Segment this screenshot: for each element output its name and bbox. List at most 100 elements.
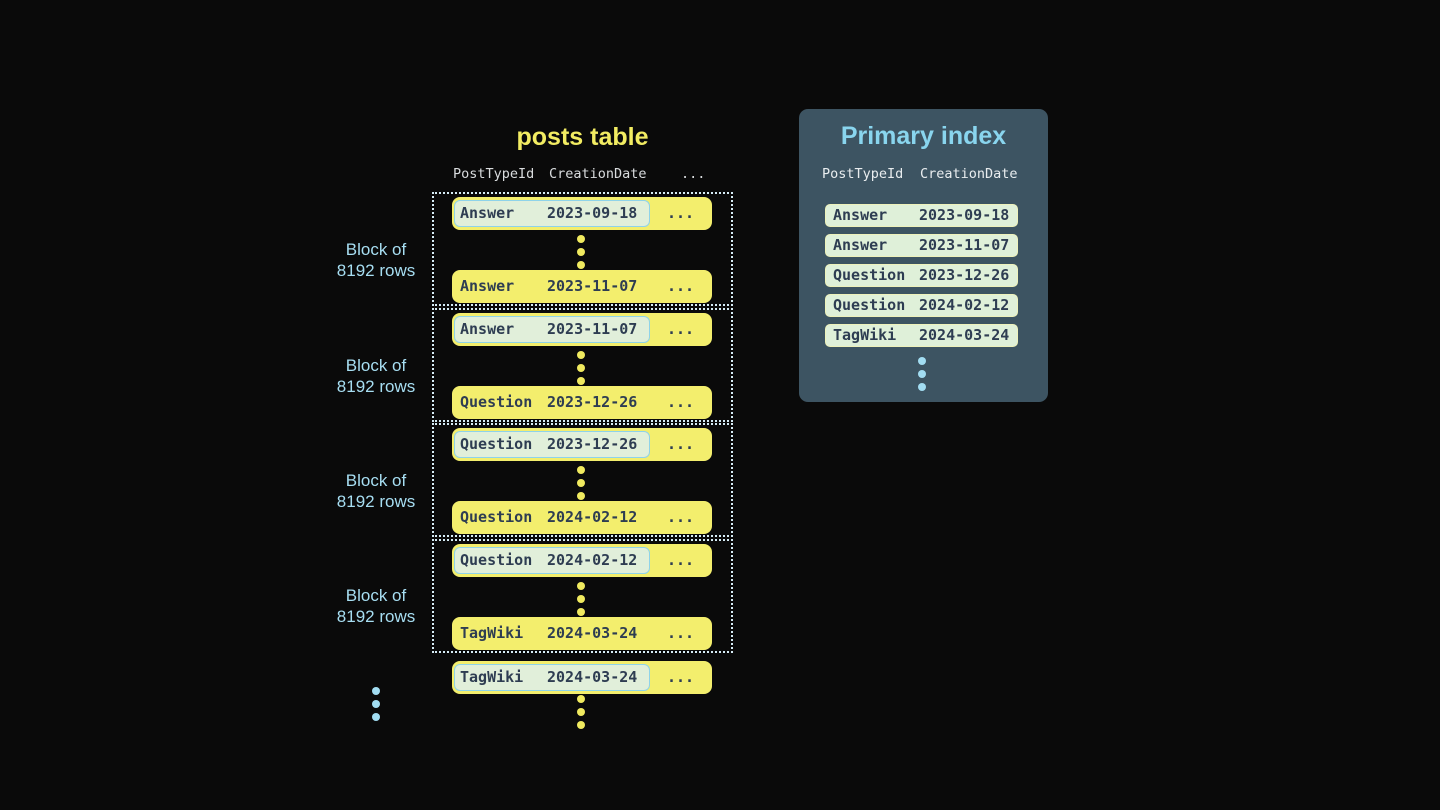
block-label-line2: 8192 rows [336, 492, 416, 511]
column-header-creationdate: CreationDate [920, 166, 1018, 182]
table-row: Question 2024-02-12 ... [452, 544, 712, 577]
row-highlight-pill [454, 316, 650, 343]
row-date: 2024-02-12 [919, 296, 1010, 314]
dot-icon [577, 582, 585, 590]
row-ellipsis: ... [667, 204, 695, 222]
row-type: TagWiki [460, 624, 524, 642]
row-type: Question [833, 296, 906, 314]
block-label-line1: Block of [345, 586, 407, 605]
dot-icon [577, 479, 585, 487]
block-label: Block of 8192 rows [296, 239, 456, 281]
row-type: Answer [460, 277, 515, 295]
dot-icon [918, 370, 926, 378]
dot-icon [577, 351, 585, 359]
primary-index-column-headers: PostTypeId CreationDate [799, 165, 1048, 185]
table-row: TagWiki 2024-03-24 ... [452, 617, 712, 650]
row-date: 2024-02-12 [547, 508, 638, 526]
row-type: Question [833, 266, 906, 284]
table-row: Question 2023-12-26 ... [452, 428, 712, 461]
column-header-creationdate: CreationDate [549, 166, 647, 182]
row-ellipsis: ... [667, 435, 695, 453]
posts-table-column-headers: PostTypeId CreationDate ... [432, 165, 733, 185]
row-type: Answer [833, 236, 888, 254]
dot-icon [577, 248, 585, 256]
row-highlight-pill [454, 431, 650, 458]
primary-index-title: Primary index [840, 122, 1007, 150]
block-label-line1: Block of [345, 240, 407, 259]
row-type: Answer [833, 206, 888, 224]
row-type: Question [460, 508, 533, 526]
dot-icon [918, 383, 926, 391]
row-date: 2024-03-24 [547, 624, 638, 642]
row-highlight-pill [454, 664, 650, 691]
index-row: Answer 2023-09-18 [825, 204, 1018, 227]
table-row: Answer 2023-09-18 ... [452, 197, 712, 230]
row-type: TagWiki [833, 326, 897, 344]
row-block-3: Question 2023-12-26 ... Question 2024-02… [432, 423, 733, 537]
row-block-4: Question 2024-02-12 ... TagWiki 2024-03-… [432, 539, 733, 653]
row-type: Question [460, 551, 533, 569]
row-date: 2023-11-07 [547, 320, 638, 338]
row-block-1: Answer 2023-09-18 ... Answer 2023-11-07 … [432, 192, 733, 306]
row-ellipsis: ... [667, 668, 695, 686]
row-date: 2023-12-26 [547, 393, 638, 411]
row-ellipsis: ... [667, 624, 695, 642]
row-ellipsis: ... [667, 320, 695, 338]
row-type: Answer [460, 320, 515, 338]
more-rows-dots [577, 582, 585, 616]
more-rows-dots [577, 466, 585, 500]
dot-icon [372, 713, 380, 721]
block-label: Block of 8192 rows [296, 355, 456, 397]
row-type: Question [460, 393, 533, 411]
column-header-posttypeid: PostTypeId [453, 166, 535, 182]
row-ellipsis: ... [667, 277, 695, 295]
row-ellipsis: ... [667, 393, 695, 411]
row-type: TagWiki [460, 668, 524, 686]
more-rows-dots [577, 235, 585, 269]
block-label: Block of 8192 rows [296, 585, 456, 627]
posts-table-title: posts table [516, 123, 649, 151]
row-ellipsis: ... [667, 508, 695, 526]
row-date: 2023-09-18 [547, 204, 638, 222]
dot-icon [577, 695, 585, 703]
table-row: TagWiki 2024-03-24 ... [452, 661, 712, 694]
row-date: 2023-09-18 [919, 206, 1010, 224]
row-date: 2024-03-24 [547, 668, 638, 686]
block-label-line2: 8192 rows [336, 377, 416, 396]
dot-icon [577, 364, 585, 372]
table-row: Question 2023-12-26 ... [452, 386, 712, 419]
row-type: Question [460, 435, 533, 453]
dot-icon [577, 608, 585, 616]
row-highlight-pill [454, 200, 650, 227]
row-ellipsis: ... [667, 551, 695, 569]
block-label: Block of 8192 rows [296, 470, 456, 512]
block-label-line2: 8192 rows [336, 607, 416, 626]
dot-icon [577, 708, 585, 716]
row-date: 2023-11-07 [919, 236, 1010, 254]
row-date: 2024-02-12 [547, 551, 638, 569]
dot-icon [577, 595, 585, 603]
more-index-entries-dots [918, 357, 926, 391]
table-row: Question 2024-02-12 ... [452, 501, 712, 534]
dot-icon [577, 721, 585, 729]
block-label-line2: 8192 rows [336, 261, 416, 280]
row-date: 2023-12-26 [919, 266, 1010, 284]
dot-icon [577, 492, 585, 500]
dot-icon [372, 700, 380, 708]
row-highlight-pill [454, 547, 650, 574]
dot-icon [918, 357, 926, 365]
row-date: 2023-11-07 [547, 277, 638, 295]
more-rows-dots [577, 695, 585, 729]
index-row: TagWiki 2024-03-24 [825, 324, 1018, 347]
column-header-ellipsis: ... [681, 166, 706, 182]
column-header-posttypeid: PostTypeId [822, 166, 904, 182]
more-rows-dots [577, 351, 585, 385]
row-date: 2024-03-24 [919, 326, 1010, 344]
dot-icon [372, 687, 380, 695]
primary-index-panel: Primary index PostTypeId CreationDate An… [799, 109, 1048, 402]
row-block-2: Answer 2023-11-07 ... Question 2023-12-2… [432, 308, 733, 422]
dot-icon [577, 261, 585, 269]
table-row: Answer 2023-11-07 ... [452, 313, 712, 346]
more-blocks-dots [372, 687, 380, 721]
